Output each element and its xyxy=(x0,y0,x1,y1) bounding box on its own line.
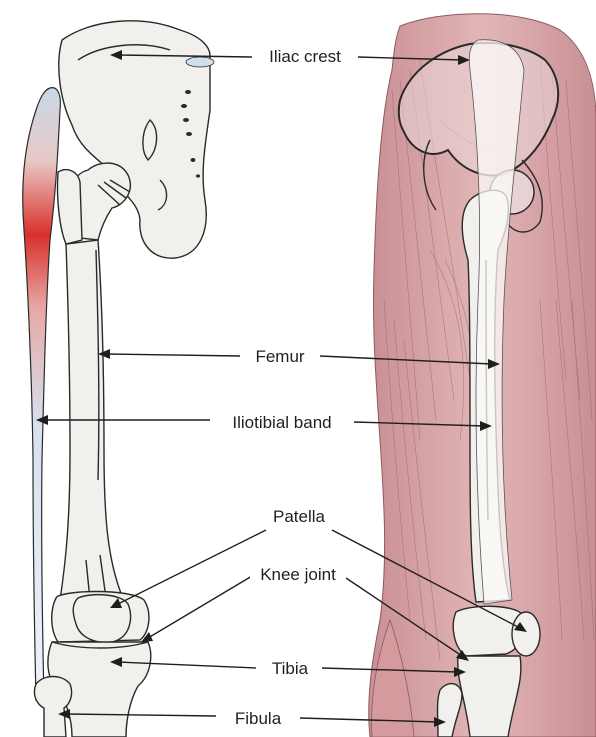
fibula-bone xyxy=(34,677,71,737)
patella-right xyxy=(512,612,540,656)
skeletal-view xyxy=(23,21,214,737)
label-iliotibial-band: Iliotibial band xyxy=(232,413,331,432)
sacral-highlight xyxy=(186,57,214,67)
label-fibula: Fibula xyxy=(235,709,282,728)
label-tibia: Tibia xyxy=(272,659,309,678)
label-knee-joint: Knee joint xyxy=(260,565,336,584)
greater-trochanter xyxy=(57,170,82,244)
label-iliac-crest: Iliac crest xyxy=(269,47,341,66)
label-patella: Patella xyxy=(273,507,326,526)
label-femur: Femur xyxy=(255,347,304,366)
muscular-view xyxy=(369,14,596,737)
labels: Iliac crest Femur Iliotibial band Patell… xyxy=(212,42,356,730)
